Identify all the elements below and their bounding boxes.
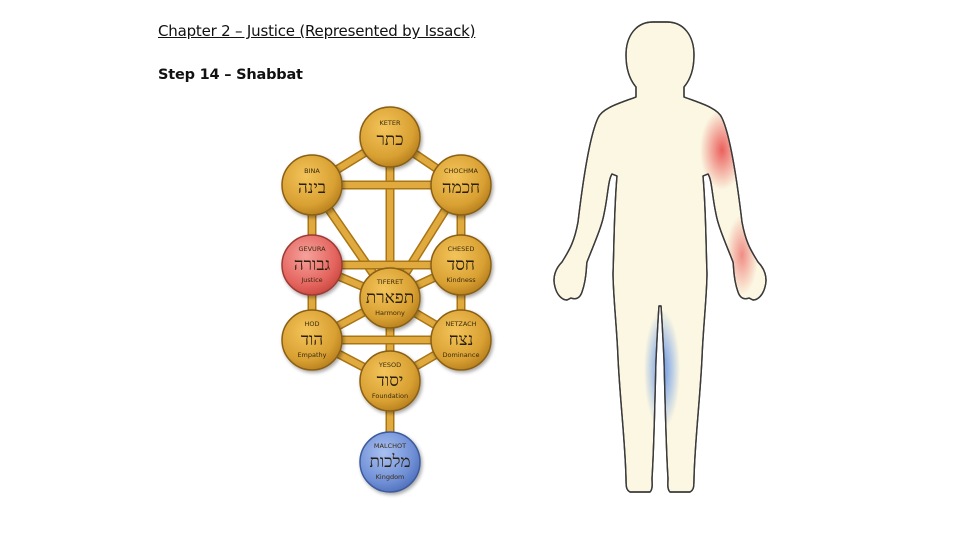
arm-highlight	[700, 110, 744, 190]
sefira-hebrew-label: בינה	[298, 178, 326, 198]
sefira-circle	[359, 106, 421, 168]
sefira-english-label: Empathy	[297, 351, 326, 359]
sefira-latin-label: KETER	[380, 119, 401, 127]
sefira-latin-label: HOD	[304, 320, 319, 328]
sefira-circle	[359, 431, 421, 493]
sefira-circle	[430, 154, 492, 216]
chapter-title: Chapter 2 – Justice (Represented by Issa…	[158, 22, 476, 40]
sefira-circle	[359, 267, 421, 329]
sefira-hebrew-label: הוד	[301, 330, 323, 350]
sefira-circle	[430, 309, 492, 371]
sefira-english-label: Kindness	[446, 276, 476, 284]
sefira-bina: BINA בינה	[281, 154, 343, 216]
sefira-hebrew-label: כתר	[376, 130, 403, 150]
sefira-hebrew-label: חכמה	[442, 178, 480, 198]
sefira-latin-label: TIFERET	[376, 278, 403, 286]
sefira-latin-label: YESOD	[378, 361, 401, 369]
sefira-hebrew-label: נצח	[449, 330, 474, 350]
sefira-hebrew-label: חסד	[447, 255, 475, 275]
sefira-latin-label: NETZACH	[445, 320, 476, 328]
sefira-latin-label: CHESED	[448, 245, 475, 253]
sefira-circle	[430, 234, 492, 296]
sefira-hebrew-label: תפארת	[366, 288, 414, 308]
sefira-hebrew-label: מלכות	[369, 452, 410, 472]
sefira-chochma: CHOCHMA חכמה	[430, 154, 492, 216]
sefira-latin-label: CHOCHMA	[444, 167, 479, 175]
sefira-hebrew-label: גבורה	[294, 255, 331, 275]
sefira-keter: KETER כתר	[359, 106, 421, 168]
step-title: Step 14 – Shabbat	[158, 67, 303, 83]
sefira-circle	[359, 350, 421, 412]
sefira-latin-label: GEVURA	[298, 245, 326, 253]
sefira-latin-label: BINA	[304, 167, 320, 175]
sefira-english-label: Foundation	[372, 392, 408, 400]
sefira-hebrew-label: יסוד	[377, 371, 404, 391]
sefira-circle	[281, 309, 343, 371]
sefira-english-label: Dominance	[443, 351, 480, 359]
sefira-english-label: Harmony	[375, 309, 405, 317]
sefira-circle	[281, 154, 343, 216]
tree-nodes: KETER כתר BINA בינה CHOCHMA חכמה GEVURA גבורהJu…	[281, 106, 492, 493]
sefira-circle	[281, 234, 343, 296]
sefira-latin-label: MALCHOT	[374, 442, 406, 450]
sefira-english-label: Kingdom	[376, 473, 405, 481]
sefira-english-label: Justice	[300, 276, 322, 284]
